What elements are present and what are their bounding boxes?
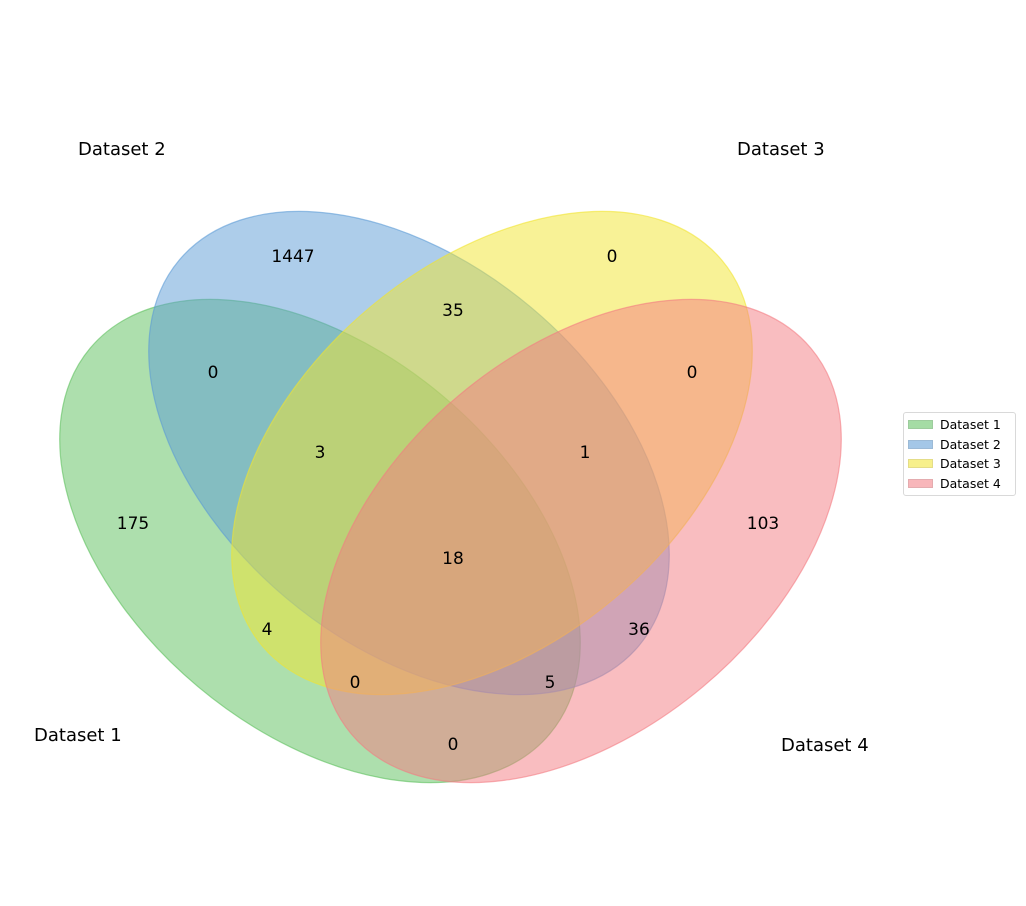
set-label-dataset-2: Dataset 2 (78, 139, 166, 160)
region-count-only-1: 175 (117, 514, 149, 534)
region-count-only-4: 103 (747, 514, 779, 534)
legend-swatch-dataset-2 (908, 439, 933, 449)
ellipse-dataset-4 (320, 298, 842, 784)
legend-item-dataset-4: Dataset 4 (908, 474, 1011, 494)
region-count-d2-d3-d4: 1 (580, 443, 591, 463)
legend-item-dataset-2: Dataset 2 (908, 435, 1011, 455)
region-count-d1-d3-d4: 0 (350, 673, 361, 693)
legend: Dataset 1 Dataset 2 Dataset 3 Dataset 4 (903, 412, 1016, 496)
region-count-d2-d3: 35 (442, 301, 464, 321)
legend-label-dataset-4: Dataset 4 (940, 475, 1001, 491)
legend-swatch-dataset-3 (908, 459, 933, 469)
region-count-only-2: 1447 (271, 247, 314, 267)
region-count-d1-d3: 4 (262, 620, 273, 640)
region-count-d1-d2: 0 (208, 363, 219, 383)
set-label-dataset-3: Dataset 3 (737, 139, 825, 160)
region-count-only-3: 0 (607, 247, 618, 267)
region-count-d1-d4: 0 (448, 735, 459, 755)
region-count-d3-d4: 0 (687, 363, 698, 383)
legend-item-dataset-3: Dataset 3 (908, 454, 1011, 474)
legend-swatch-dataset-4 (908, 478, 933, 488)
legend-label-dataset-1: Dataset 1 (940, 417, 1001, 433)
legend-label-dataset-3: Dataset 3 (940, 456, 1001, 472)
region-count-d2-d4: 36 (628, 620, 650, 640)
region-count-d1-d2-d4: 5 (545, 673, 556, 693)
region-count-all: 18 (442, 549, 464, 569)
legend-swatch-dataset-1 (908, 420, 933, 430)
set-label-dataset-4: Dataset 4 (781, 735, 869, 756)
set-label-dataset-1: Dataset 1 (34, 725, 122, 746)
region-count-d1-d2-d3: 3 (315, 443, 326, 463)
legend-item-dataset-1: Dataset 1 (908, 415, 1011, 435)
legend-label-dataset-2: Dataset 2 (940, 436, 1001, 452)
